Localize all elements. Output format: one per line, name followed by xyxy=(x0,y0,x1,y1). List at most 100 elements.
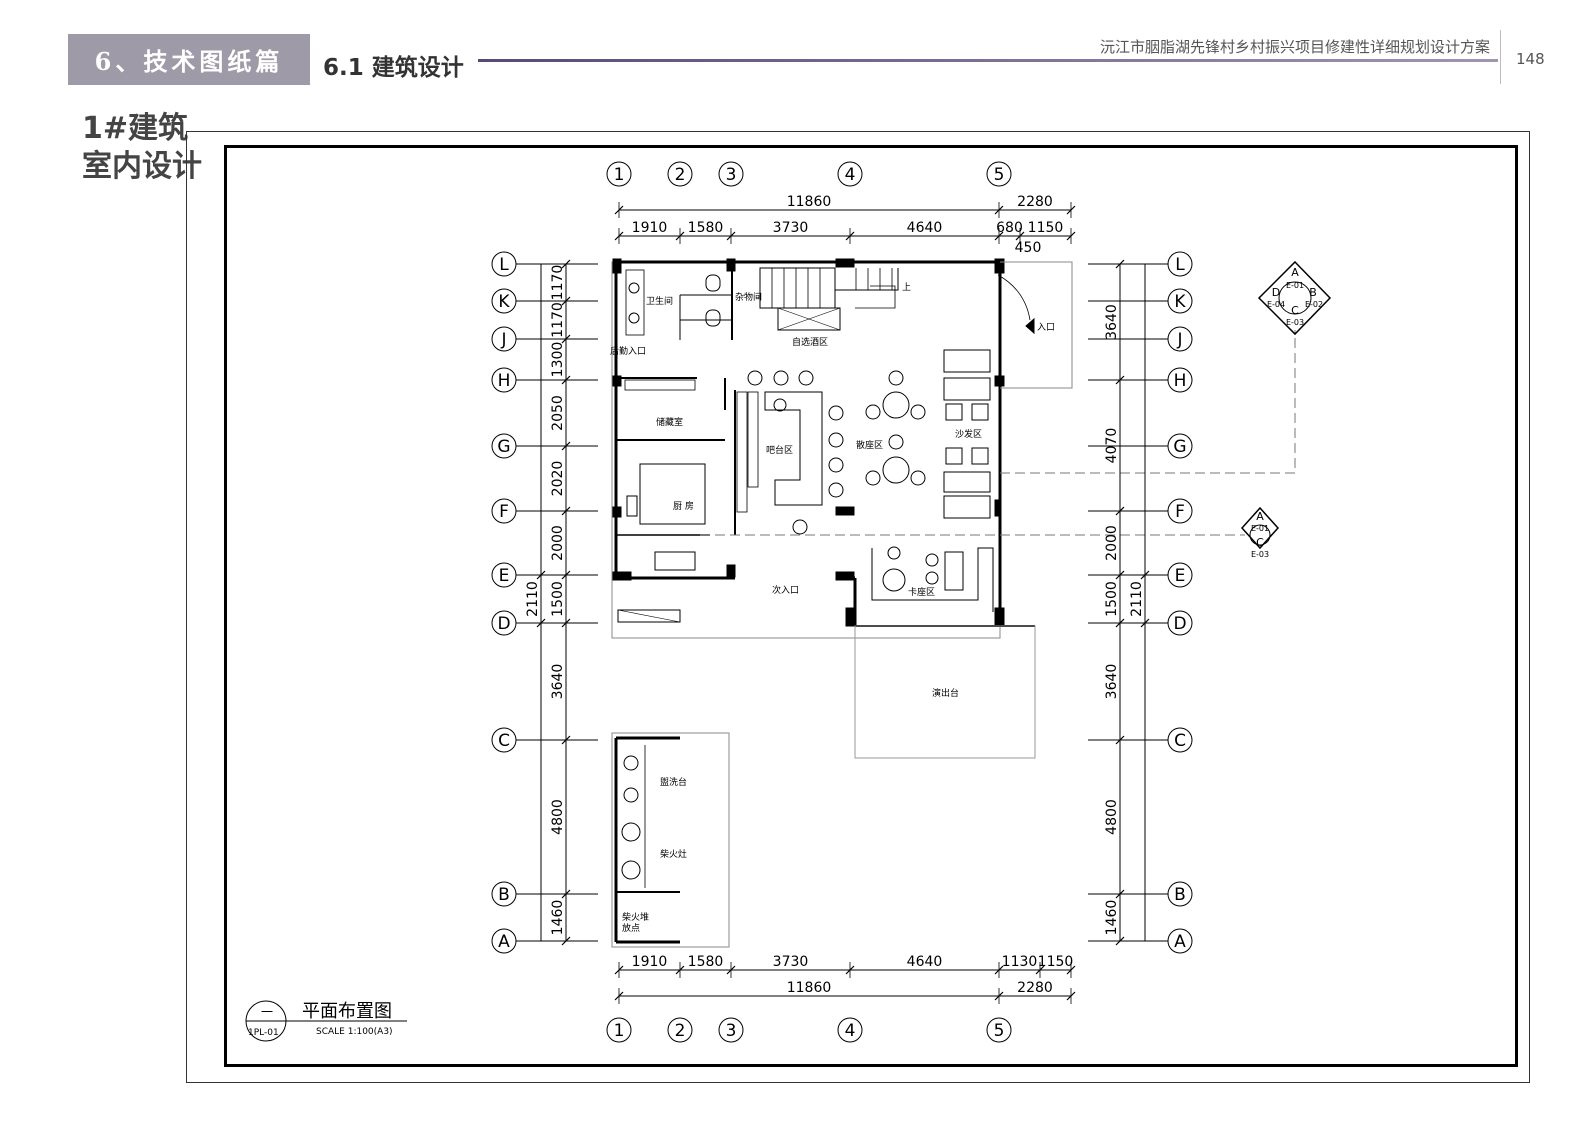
drawing-title-symbol-text: 一 xyxy=(261,1005,273,1019)
axis-col-2-bottom-label: 2 xyxy=(675,1021,686,1041)
room-secondary-entrance: 次入口 xyxy=(772,584,799,596)
axis-col-2-bottom-bubble xyxy=(667,1017,693,1043)
dim-left-seg-0: 1170 xyxy=(550,265,566,301)
back-bar-shelf-2 xyxy=(747,391,759,488)
room-toilet: 卫生间 xyxy=(646,295,673,307)
room-sofa: 沙发区 xyxy=(955,428,982,440)
axis-col-5-top-label: 5 xyxy=(994,165,1005,185)
entrance-porch xyxy=(1000,261,1073,389)
kitchen-stove xyxy=(626,495,638,517)
booth-sofa xyxy=(871,547,994,612)
outdoor-fixtures xyxy=(621,755,641,880)
stage xyxy=(854,625,1036,759)
room-bar: 吧台区 xyxy=(766,444,793,456)
index-symbol-main xyxy=(1257,260,1332,336)
building-outline xyxy=(611,261,1001,639)
room-firepit: 柴火灶 xyxy=(660,848,687,860)
axis-row-F-right-label: F xyxy=(1175,502,1185,522)
room-entrance: 入口 xyxy=(1037,322,1055,333)
toilet-vanity xyxy=(625,269,645,336)
index-main-ref-3: E-04 xyxy=(1267,300,1285,309)
sofa-set xyxy=(943,349,991,519)
index-symbol-main-circle xyxy=(1278,281,1312,315)
drawing-title-scale: SCALE 1:100(A3) xyxy=(316,1027,393,1037)
drawing-frame-inner xyxy=(224,145,1518,1067)
axis-row-G-right-label: G xyxy=(1173,437,1186,457)
axis-row-J-right-label: J xyxy=(1176,330,1182,350)
index-main-C: C xyxy=(1291,304,1299,317)
room-firewood: 柴火堆 xyxy=(622,911,649,923)
column-5L xyxy=(994,258,1005,274)
axis-col-4-bottom-bubble xyxy=(837,1017,863,1043)
outdoor-block xyxy=(611,732,730,948)
loose-tables xyxy=(865,370,926,486)
column-4L xyxy=(835,258,855,268)
stair-treads xyxy=(771,268,893,308)
service-counter xyxy=(617,609,681,623)
axis-col-2-top-label: 2 xyxy=(675,165,686,185)
dim-right-extra-0: 2110 xyxy=(1129,581,1145,617)
page-number: 148 xyxy=(1516,50,1545,68)
sub-section-title: 6.1 建筑设计 xyxy=(323,55,464,81)
dim-top-seg-1: 1580 xyxy=(688,220,724,236)
axis-col-1-bottom-bubble xyxy=(606,1017,632,1043)
dim-right-seg-4: 3640 xyxy=(1104,664,1120,700)
index-second-ref-1: E-03 xyxy=(1251,550,1269,559)
stair-upper xyxy=(834,268,899,291)
axis-col-4-bottom-label: 4 xyxy=(845,1021,856,1041)
axis-row-D-right-label: D xyxy=(1173,614,1186,634)
index-main-A: A xyxy=(1291,266,1299,279)
axis-row-B-left-label: B xyxy=(498,885,510,905)
axis-col-1-bottom-label: 1 xyxy=(614,1021,625,1041)
pantry-shelf xyxy=(624,379,696,391)
index-main-ref-0: E-01 xyxy=(1286,281,1304,290)
dim-top-seg-3: 4640 xyxy=(907,220,943,236)
axis-row-C-left-label: C xyxy=(498,731,510,751)
axis-col-3-top-bubble xyxy=(718,161,744,187)
bar-sink xyxy=(773,398,787,412)
axis-row-E-left-label: E xyxy=(499,566,510,586)
room-pantry: 储藏室 xyxy=(656,416,683,428)
column-1F xyxy=(612,506,622,518)
booth-seating xyxy=(882,546,964,592)
back-bar-shelf xyxy=(736,391,748,513)
index-main-D: D xyxy=(1272,286,1280,299)
dim-bottom-seg-1: 1580 xyxy=(688,954,724,970)
column-3E xyxy=(726,564,736,578)
axis-row-C-right-label: C xyxy=(1174,731,1186,751)
project-title: 沅江市胭脂湖先锋村乡村振兴项目修建性详细规划设计方案 xyxy=(1099,38,1490,56)
page-title: 1#建筑 室内设计 xyxy=(82,110,202,186)
dim-top-total-1: 2280 xyxy=(1017,194,1053,210)
stair-up-label: 上 xyxy=(902,282,911,293)
dim-left-extra-0: 2110 xyxy=(525,581,541,617)
index-main-ref-1: E-02 xyxy=(1305,300,1323,309)
column-1L xyxy=(612,258,622,274)
axis-row-G-left-label: G xyxy=(497,437,510,457)
dim-left-seg-2: 1300 xyxy=(550,342,566,378)
axis-row-D-left-label: D xyxy=(497,614,510,634)
room-storage: 杂物间 xyxy=(735,291,762,303)
wine-shelf xyxy=(777,307,841,331)
dim-top-seg-0: 1910 xyxy=(632,220,668,236)
axis-col-4-top-label: 4 xyxy=(845,165,856,185)
room-kitchen: 厨 房 xyxy=(673,500,694,512)
dim-left-seg-7: 3640 xyxy=(550,664,566,700)
axis-row-J-left-label: J xyxy=(500,330,506,350)
axis-row-A-left-label: A xyxy=(498,932,510,952)
dim-right-seg-6: 1460 xyxy=(1104,900,1120,936)
dim-left-seg-4: 2020 xyxy=(550,461,566,497)
column-5F xyxy=(994,499,1001,517)
dim-right-seg-2: 2000 xyxy=(1104,525,1120,561)
dim-left-seg-6: 1500 xyxy=(550,581,566,617)
dim-bottom-seg-4: 1130 xyxy=(1002,954,1038,970)
index-main-B: B xyxy=(1309,286,1317,299)
index-symbol-second-circle xyxy=(1249,524,1271,546)
column-4E xyxy=(835,571,855,581)
entrance-door xyxy=(997,274,1031,321)
column-bar xyxy=(835,506,855,516)
index-main-ref-2: E-03 xyxy=(1286,318,1304,327)
kitchen-island xyxy=(639,463,706,525)
dim-left-seg-5: 2000 xyxy=(550,525,566,561)
axis-col-5-bottom-label: 5 xyxy=(994,1021,1005,1041)
axis-row-L-right-label: L xyxy=(1175,255,1185,275)
